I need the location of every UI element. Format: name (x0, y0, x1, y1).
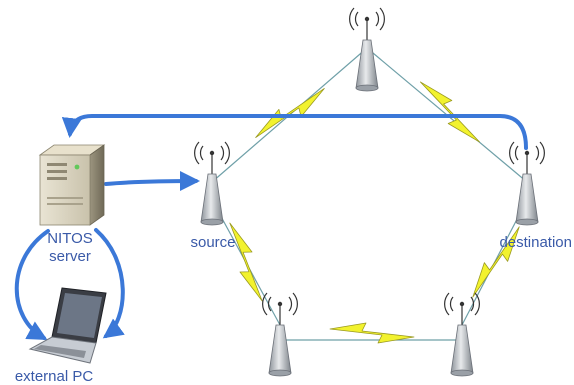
node-bottom-left (262, 292, 298, 377)
pc-to-server-arrow (94, 228, 125, 339)
destination-label: destination (499, 234, 572, 251)
server-label-line1: NITOS (47, 230, 93, 247)
lightning-icon (217, 219, 275, 305)
pc-label: external PC (15, 368, 94, 385)
wireless-antenna-node-icon (444, 292, 480, 377)
wireless-antenna-node-icon (194, 141, 230, 226)
node-top (349, 7, 385, 92)
wireless-antenna-node-icon (509, 141, 545, 226)
destination-to-server-arrow (61, 114, 528, 150)
server-to-source-arrow (104, 171, 200, 192)
arrows (14, 114, 528, 340)
wireless-antenna-node-icon (349, 7, 385, 92)
node-source (194, 141, 230, 226)
server-tower-icon (38, 144, 106, 226)
lightning-icon (467, 219, 525, 305)
server-to-pc-arrow (14, 229, 50, 340)
laptop-icon (28, 287, 107, 364)
node-destination (509, 141, 545, 226)
node-bottom-right (444, 292, 480, 377)
lightning-icon (410, 76, 490, 148)
server-label-line2: server (49, 248, 91, 265)
source-label: source (190, 234, 235, 251)
wireless-antenna-node-icon (262, 292, 298, 377)
